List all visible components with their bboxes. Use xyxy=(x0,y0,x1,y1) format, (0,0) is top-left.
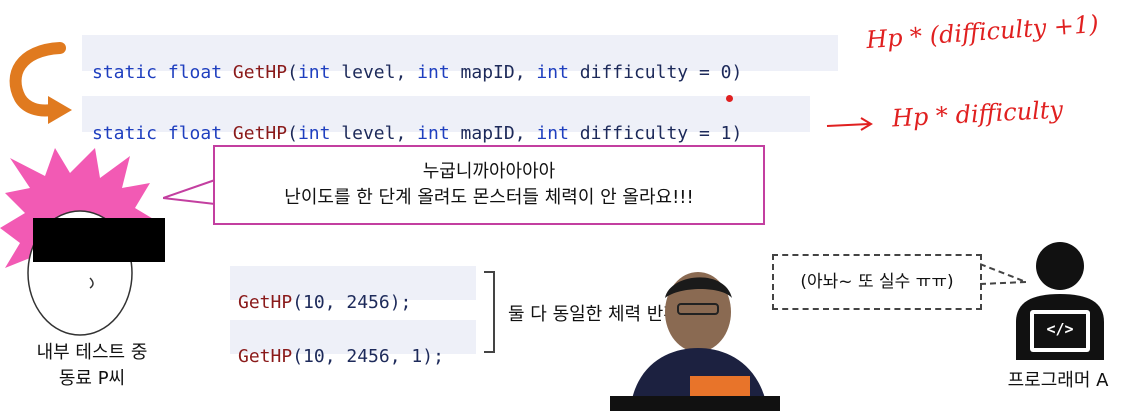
curved-arrow-icon xyxy=(9,42,72,124)
speech-line-1: 누굽니까아아아아 xyxy=(422,161,556,182)
coworker-caption: 내부 테스트 중 동료 P씨 xyxy=(22,340,162,392)
param-type: int xyxy=(297,62,331,83)
keyword-static: static xyxy=(92,62,158,83)
call-function-name: GetHP xyxy=(238,346,293,367)
red-arrow-icon xyxy=(826,117,873,131)
param-name: level xyxy=(341,123,396,144)
calls-note: 둘 다 동일한 체력 반환 xyxy=(508,304,680,325)
call-function-name: GetHP xyxy=(238,292,293,313)
speech-line-2: 난이도를 한 단계 올려도 몬스터들 체력이 안 올라요!!! xyxy=(284,187,694,208)
default-value: 1 xyxy=(720,123,732,144)
code-line-default-0: static float GetHP(int level, int mapID,… xyxy=(82,35,838,83)
param-type: int xyxy=(536,62,569,83)
coworker-caption-line1: 내부 테스트 중 xyxy=(36,342,148,363)
keyword-float: float xyxy=(167,62,223,83)
function-name: GetHP xyxy=(232,62,288,83)
function-name: GetHP xyxy=(232,123,288,144)
call-args: (10, 2456); xyxy=(292,292,412,313)
speech-bubble: 누굽니까아아아아 난이도를 한 단계 올려도 몬스터들 체력이 안 올라요!!! xyxy=(213,145,765,225)
code-glyph: </> xyxy=(1046,320,1074,338)
keyword-static: static xyxy=(92,123,158,144)
call-example-2: GetHP(10, 2456, 1); xyxy=(230,320,476,367)
presenter-video xyxy=(610,272,780,411)
param-name: mapID xyxy=(460,123,515,144)
programmer-icon xyxy=(1016,242,1104,360)
param-name: difficulty xyxy=(579,62,689,83)
bracket-icon xyxy=(484,271,495,353)
call-example-1: GetHP(10, 2456); xyxy=(230,266,476,313)
call-args: (10, 2456, 1); xyxy=(292,346,444,367)
param-type: int xyxy=(297,123,331,144)
programmer-caption: 프로그래머 A xyxy=(1007,370,1109,391)
equals-sign: = xyxy=(698,62,710,83)
annotation-top: Hp * (difficulty +1) xyxy=(865,9,1100,55)
equals-sign: = xyxy=(698,123,710,144)
annotation-bottom: Hp * difficulty xyxy=(891,95,1064,133)
param-type: int xyxy=(417,62,450,83)
thought-bubble: (아놔~ 또 실수 ㅠㅠ) xyxy=(772,254,982,310)
param-name: level xyxy=(341,62,396,83)
keyword-float: float xyxy=(167,123,223,144)
param-name: difficulty xyxy=(579,123,689,144)
param-type: int xyxy=(536,123,569,144)
code-line-default-1: static float GetHP(int level, int mapID,… xyxy=(82,96,810,144)
pointer-dot xyxy=(726,95,733,102)
coworker-caption-line2: 동료 P씨 xyxy=(58,368,126,389)
bubble-tail xyxy=(163,178,217,208)
param-type: int xyxy=(417,123,450,144)
face-censor-bar xyxy=(33,218,165,262)
default-value: 0 xyxy=(720,62,732,83)
thought-connector xyxy=(980,263,1027,285)
param-name: mapID xyxy=(460,62,515,83)
